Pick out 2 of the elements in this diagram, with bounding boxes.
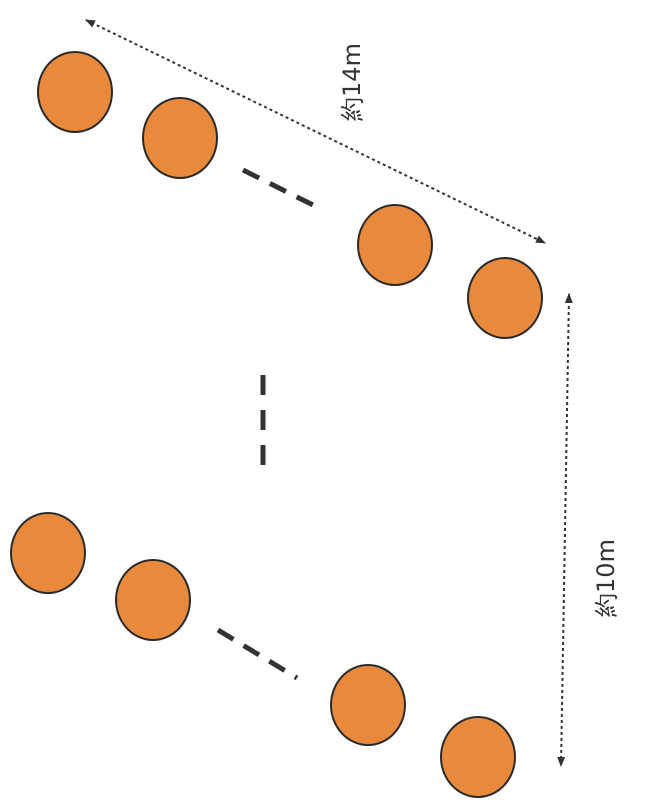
dimension-label: 約10m bbox=[590, 539, 621, 617]
dimension-label: 約14m bbox=[336, 43, 367, 121]
